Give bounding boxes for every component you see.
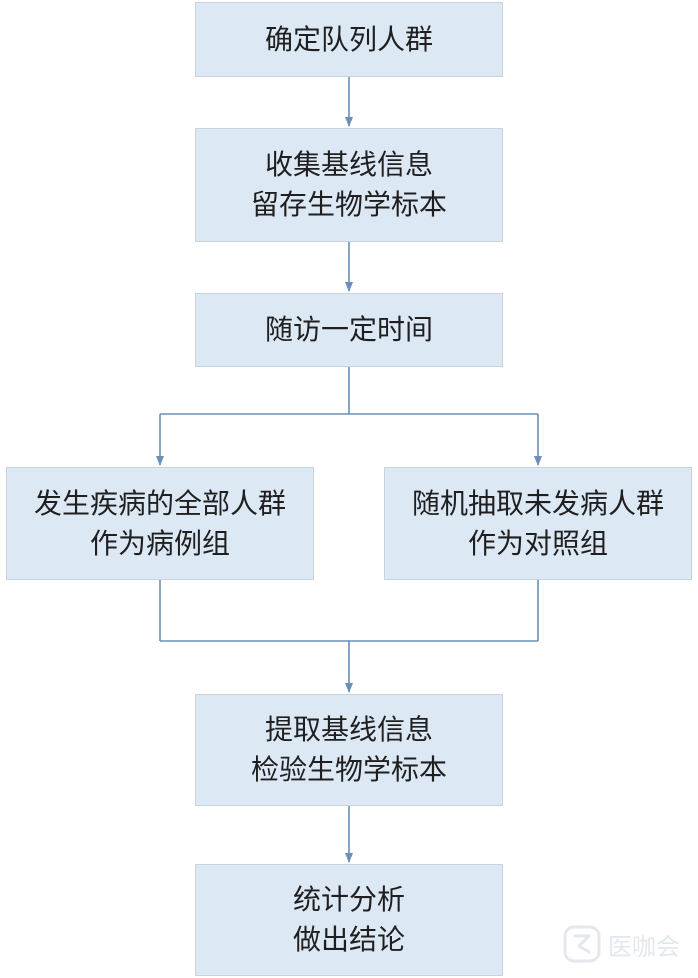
node-baseline: 收集基线信息 留存生物学标本 — [195, 128, 503, 242]
node-controls-line2: 作为对照组 — [467, 526, 608, 560]
node-cohort: 确定队列人群 — [195, 2, 503, 77]
watermark: 医咖会 — [562, 924, 680, 964]
node-extract-line1: 提取基线信息 — [264, 713, 433, 746]
node-controls-line1: 随机抽取未发病人群 — [411, 486, 664, 520]
node-extract: 提取基线信息 检验生物学标本 — [195, 694, 503, 806]
node-followup-line1: 随访一定时间 — [264, 313, 433, 346]
node-cases: 发生疾病的全部人群 作为病例组 — [6, 467, 314, 580]
node-analysis-line2: 做出结论 — [292, 923, 405, 956]
watermark-text: 医咖会 — [608, 932, 680, 961]
node-controls: 随机抽取未发病人群 作为对照组 — [384, 467, 692, 580]
watermark-logo-icon — [563, 925, 601, 963]
node-analysis-line1: 统计分析 — [292, 883, 405, 916]
node-baseline-line1: 收集基线信息 — [264, 148, 433, 181]
node-analysis: 统计分析 做出结论 — [195, 864, 503, 976]
node-cases-line1: 发生疾病的全部人群 — [33, 486, 286, 520]
node-followup: 随访一定时间 — [195, 293, 503, 367]
node-extract-line2: 检验生物学标本 — [250, 753, 447, 786]
node-baseline-line2: 留存生物学标本 — [250, 188, 447, 221]
node-cohort-line1: 确定队列人群 — [264, 22, 433, 56]
node-cases-line2: 作为病例组 — [89, 526, 230, 560]
